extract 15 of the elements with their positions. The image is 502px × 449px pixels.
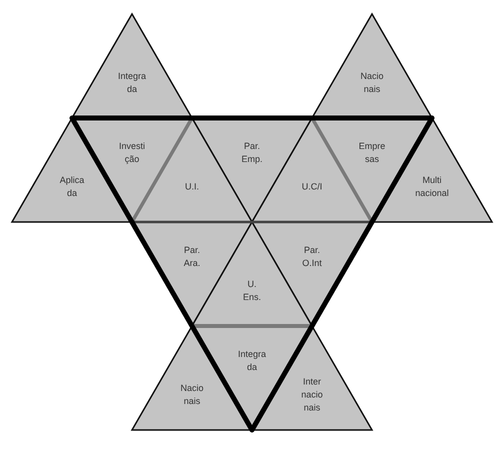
tile-label: Par. O.Int [302,244,322,270]
tile-label: Inter nacio nais [301,376,323,415]
tile-label: Aplica da [60,174,84,200]
tile-label: Multi nacional [415,174,449,200]
tile-label: Par. Ara. [184,244,200,270]
tile-label: U. Ens. [243,278,261,304]
tile-label: Nacio nais [360,70,384,96]
tile-label: Integra da [238,348,266,374]
tile-label: Investi ção [119,140,145,166]
tile-label: Nacio nais [180,382,204,408]
tile-label: Par. Emp. [242,140,262,166]
tile-label: Empre sas [358,140,386,166]
tile-label: U.C/I [302,180,322,194]
tile-label: Integra da [118,70,146,96]
tile-label: U.I. [185,180,199,194]
